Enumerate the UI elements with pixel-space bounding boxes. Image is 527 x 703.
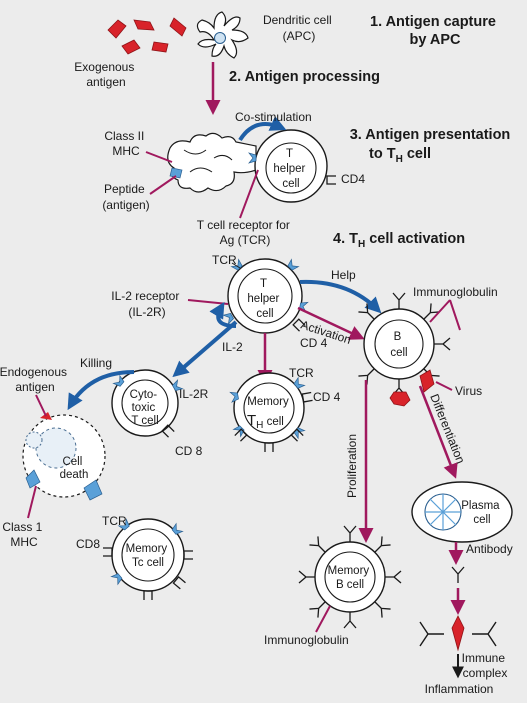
il2-receptor-label: IL-2 receptor (IL-2R) — [111, 289, 182, 319]
cd4-label-top: CD4 — [341, 172, 365, 186]
antigen-shape — [169, 17, 187, 37]
class-ii-pointer — [145, 151, 173, 163]
cd8-tc-label: CD8 — [76, 537, 100, 551]
antibody-label: Antibody — [466, 542, 513, 556]
differentiation-arrow — [418, 385, 458, 479]
plasma-nucleus — [424, 493, 462, 531]
t-helper-nucleus-top — [265, 142, 317, 194]
immunoglobulin-pointer — [429, 299, 461, 331]
immune-complex-label: Immune complex — [462, 651, 509, 680]
dendritic-cell-label: Dendritic cell (APC) — [263, 13, 335, 43]
dying-cell-fragment — [25, 431, 43, 449]
cd4-label-main: CD 4 — [300, 336, 328, 350]
peptide-label: Peptide (antigen) — [102, 182, 149, 212]
virus-pointer — [435, 381, 453, 391]
cd8-marker — [143, 590, 153, 601]
tcr-tc-label: TCR — [102, 514, 127, 528]
memory-tc-text: Memory Tc cell — [126, 543, 171, 569]
co-stimulation-label: Co-stimulation — [235, 110, 312, 124]
apc-cell — [167, 132, 257, 193]
apc-processes — [183, 149, 233, 173]
memory-th-text-line2: TH cell — [247, 412, 284, 431]
memory-th-nucleus — [243, 382, 295, 434]
b-cell-text: B cell — [390, 331, 407, 359]
class-ii-mhc-receptor — [169, 167, 183, 179]
endogenous-antigen-label: Endogenous antigen — [0, 365, 70, 394]
cd8-cyto-label: CD 8 — [175, 444, 203, 458]
step-2-heading: 2. Antigen processing — [229, 69, 380, 85]
dendritic-nucleus — [214, 32, 226, 44]
class-1-pointer — [27, 485, 37, 519]
cytotoxic-text: Cyto- toxic T cell — [130, 389, 161, 427]
cytotoxic-nucleus — [121, 379, 169, 427]
step-3-heading-line2: to TH cell — [369, 146, 431, 165]
t-helper-top-text: T helper cell — [273, 148, 308, 190]
cd4-marker-top — [326, 175, 337, 185]
plasma-cell-text: Plasma cell — [461, 500, 503, 526]
memory-th-text: Memory — [247, 396, 289, 408]
il2-label: IL-2 — [222, 340, 243, 354]
immune-complex-shape — [419, 615, 497, 652]
antibody-shape — [451, 566, 465, 584]
killing-label: Killing — [80, 356, 112, 370]
il2-arrow — [172, 320, 238, 378]
endogenous-pointer — [35, 394, 47, 417]
immunoglobulin-bottom-pointer — [315, 605, 331, 633]
co-stimulation-arrow — [238, 116, 287, 142]
exogenous-antigen-label: Exogenous antigen — [74, 60, 137, 89]
il2r-pointer — [187, 299, 229, 305]
tcr-label-main: TCR — [212, 253, 237, 267]
virus-label: Virus — [455, 384, 482, 398]
tcr-mem-label: TCR — [289, 366, 314, 380]
t-helper-main-text: T helper cell — [247, 278, 282, 320]
proliferation-label: Proliferation — [345, 434, 359, 498]
virus-shape-bound — [389, 391, 411, 407]
virus-shape — [419, 369, 435, 393]
killing-arrow — [67, 370, 135, 411]
antigen-shape — [133, 19, 155, 31]
dying-cell-nucleus — [35, 427, 77, 469]
b-cell-nucleus — [374, 319, 424, 369]
class-1-mhc-label: Class 1 MHC — [2, 520, 45, 549]
help-arrow — [299, 279, 382, 314]
memory-tc-nucleus — [121, 528, 175, 582]
inflammation-label: Inflammation — [425, 682, 494, 696]
activation-arrow — [297, 306, 365, 340]
cd4-marker — [301, 391, 314, 403]
class-i-mhc-receptor — [83, 479, 103, 501]
class-ii-mhc-label: Class II MHC — [104, 129, 147, 158]
tcr-for-ag-label: T cell receptor for Ag (TCR) — [197, 218, 294, 247]
memory-b-text: Memory B cell — [328, 565, 373, 591]
immunoglobulin-bottom-label: Immunoglobulin — [264, 633, 349, 647]
antigen-shape — [121, 39, 141, 55]
memory-b-nucleus — [324, 551, 376, 603]
antigen-shape — [151, 41, 169, 53]
cd8-marker — [102, 547, 113, 557]
step-1-heading: 1. Antigen capture by APC — [370, 14, 500, 48]
peptide-pointer — [149, 175, 177, 195]
immunoglobulin-top-label: Immunoglobulin — [413, 285, 498, 299]
exogenous-antigen-cluster — [107, 17, 187, 55]
class-i-mhc-receptor — [25, 469, 41, 489]
tcr-pointer — [239, 169, 259, 219]
cd4-mem-label: CD 4 — [313, 390, 341, 404]
il2r-short-label: IL-2R — [179, 387, 209, 401]
t-helper-nucleus-main — [237, 268, 293, 324]
cd4-marker — [264, 442, 274, 453]
step-3-heading: 3. Antigen presentation — [350, 127, 511, 143]
cd8-marker — [183, 550, 194, 560]
help-label: Help — [331, 268, 356, 282]
antigen-shape — [107, 19, 127, 39]
cell-death-text: Cell death — [60, 456, 89, 481]
step-4-heading: 4. TH cell activation — [333, 231, 465, 250]
tcr-main-pointer — [231, 262, 241, 269]
